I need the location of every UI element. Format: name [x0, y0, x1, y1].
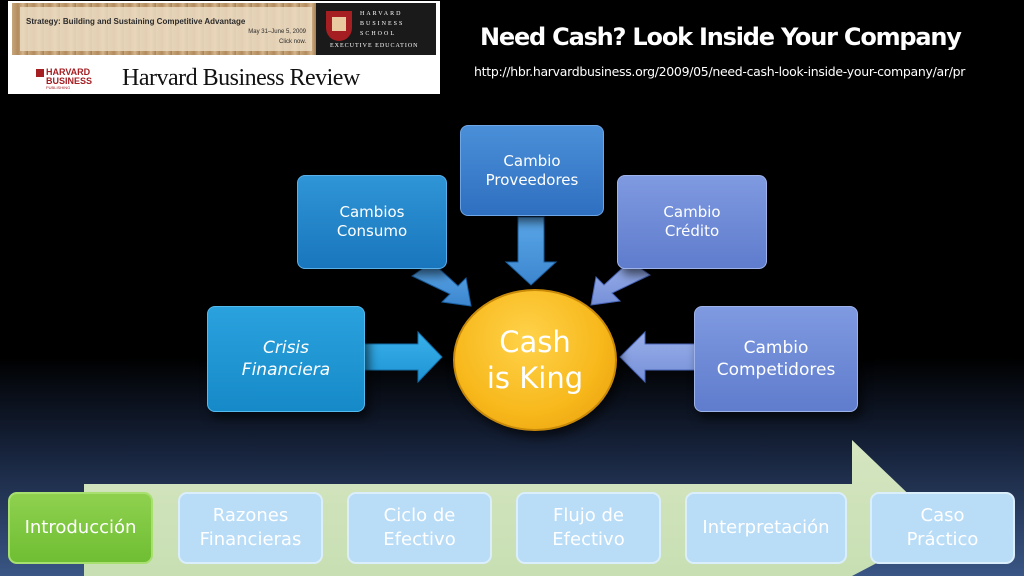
node-label: Crisis Financiera [241, 338, 331, 380]
hbr-title: Harvard Business Review [122, 65, 360, 91]
hbp-line2: BUSINESS [46, 76, 93, 86]
node-cambio-proveedores: Cambio Proveedores [460, 125, 604, 216]
center-label: Cash is King [486, 325, 584, 395]
banner-wood-image: Strategy: Building and Sustaining Compet… [12, 3, 436, 55]
node-label: Cambio Proveedores [485, 151, 579, 189]
hbs-name: HARVARD BUSINESS SCHOOL [360, 11, 405, 37]
banner-text-panel: Strategy: Building and Sustaining Compet… [20, 7, 312, 51]
nav-caso-practico[interactable]: Caso Práctico [870, 492, 1015, 564]
nav-label: Razones Financieras [199, 505, 302, 550]
nav-label: Caso Práctico [906, 505, 979, 550]
nav-label: Ciclo de Efectivo [383, 505, 456, 550]
banner-dates: May 31–June 5, 2009 [248, 29, 306, 35]
hbp-line1: HARVARD [46, 67, 91, 77]
banner-click-link[interactable]: Click now. [278, 39, 306, 45]
arrow-crisis [363, 330, 443, 384]
node-cambio-credito: Cambio Crédito [617, 175, 767, 269]
nav-label: Flujo de Efectivo [552, 505, 625, 550]
node-label: Cambios Consumo [336, 203, 408, 240]
arrow-proveedores [504, 216, 558, 286]
node-cambio-competidores: Cambio Competidores [694, 306, 858, 412]
hbs-logo: HARVARD BUSINESS SCHOOL EXECUTIVE EDUCAT… [316, 3, 436, 55]
source-url[interactable]: http://hbr.harvardbusiness.org/2009/05/n… [474, 64, 966, 79]
nav-ciclo-de-efectivo[interactable]: Ciclo de Efectivo [347, 492, 492, 564]
hbp-shield-icon [36, 69, 44, 77]
nav-flujo-de-efectivo[interactable]: Flujo de Efectivo [516, 492, 661, 564]
center-cash-is-king: Cash is King [453, 289, 617, 431]
hbs-exec-ed: EXECUTIVE EDUCATION [330, 43, 419, 49]
nav-introduccion[interactable]: Introducción [8, 492, 153, 564]
slide-title: Need Cash? Look Inside Your Company [480, 23, 962, 51]
node-cambios-consumo: Cambios Consumo [297, 175, 447, 269]
hbs-shield-icon [326, 11, 352, 41]
nav-label: Introducción [24, 517, 137, 538]
hbp-line3: PUBLISHING [46, 85, 71, 90]
arrow-competidores [619, 330, 698, 384]
hbr-banner-ad[interactable]: Strategy: Building and Sustaining Compet… [8, 1, 440, 94]
nav-label: Interpretación [702, 517, 830, 538]
nav-razones-financieras[interactable]: Razones Financieras [178, 492, 323, 564]
banner-strategy-text: Strategy: Building and Sustaining Compet… [26, 17, 246, 26]
node-crisis-financiera: Crisis Financiera [207, 306, 365, 412]
hbp-logo: HARVARD BUSINESS PUBLISHING [36, 67, 106, 91]
node-label: Cambio Competidores [716, 338, 836, 380]
node-label: Cambio Crédito [663, 203, 721, 240]
nav-interpretacion[interactable]: Interpretación [685, 492, 847, 564]
